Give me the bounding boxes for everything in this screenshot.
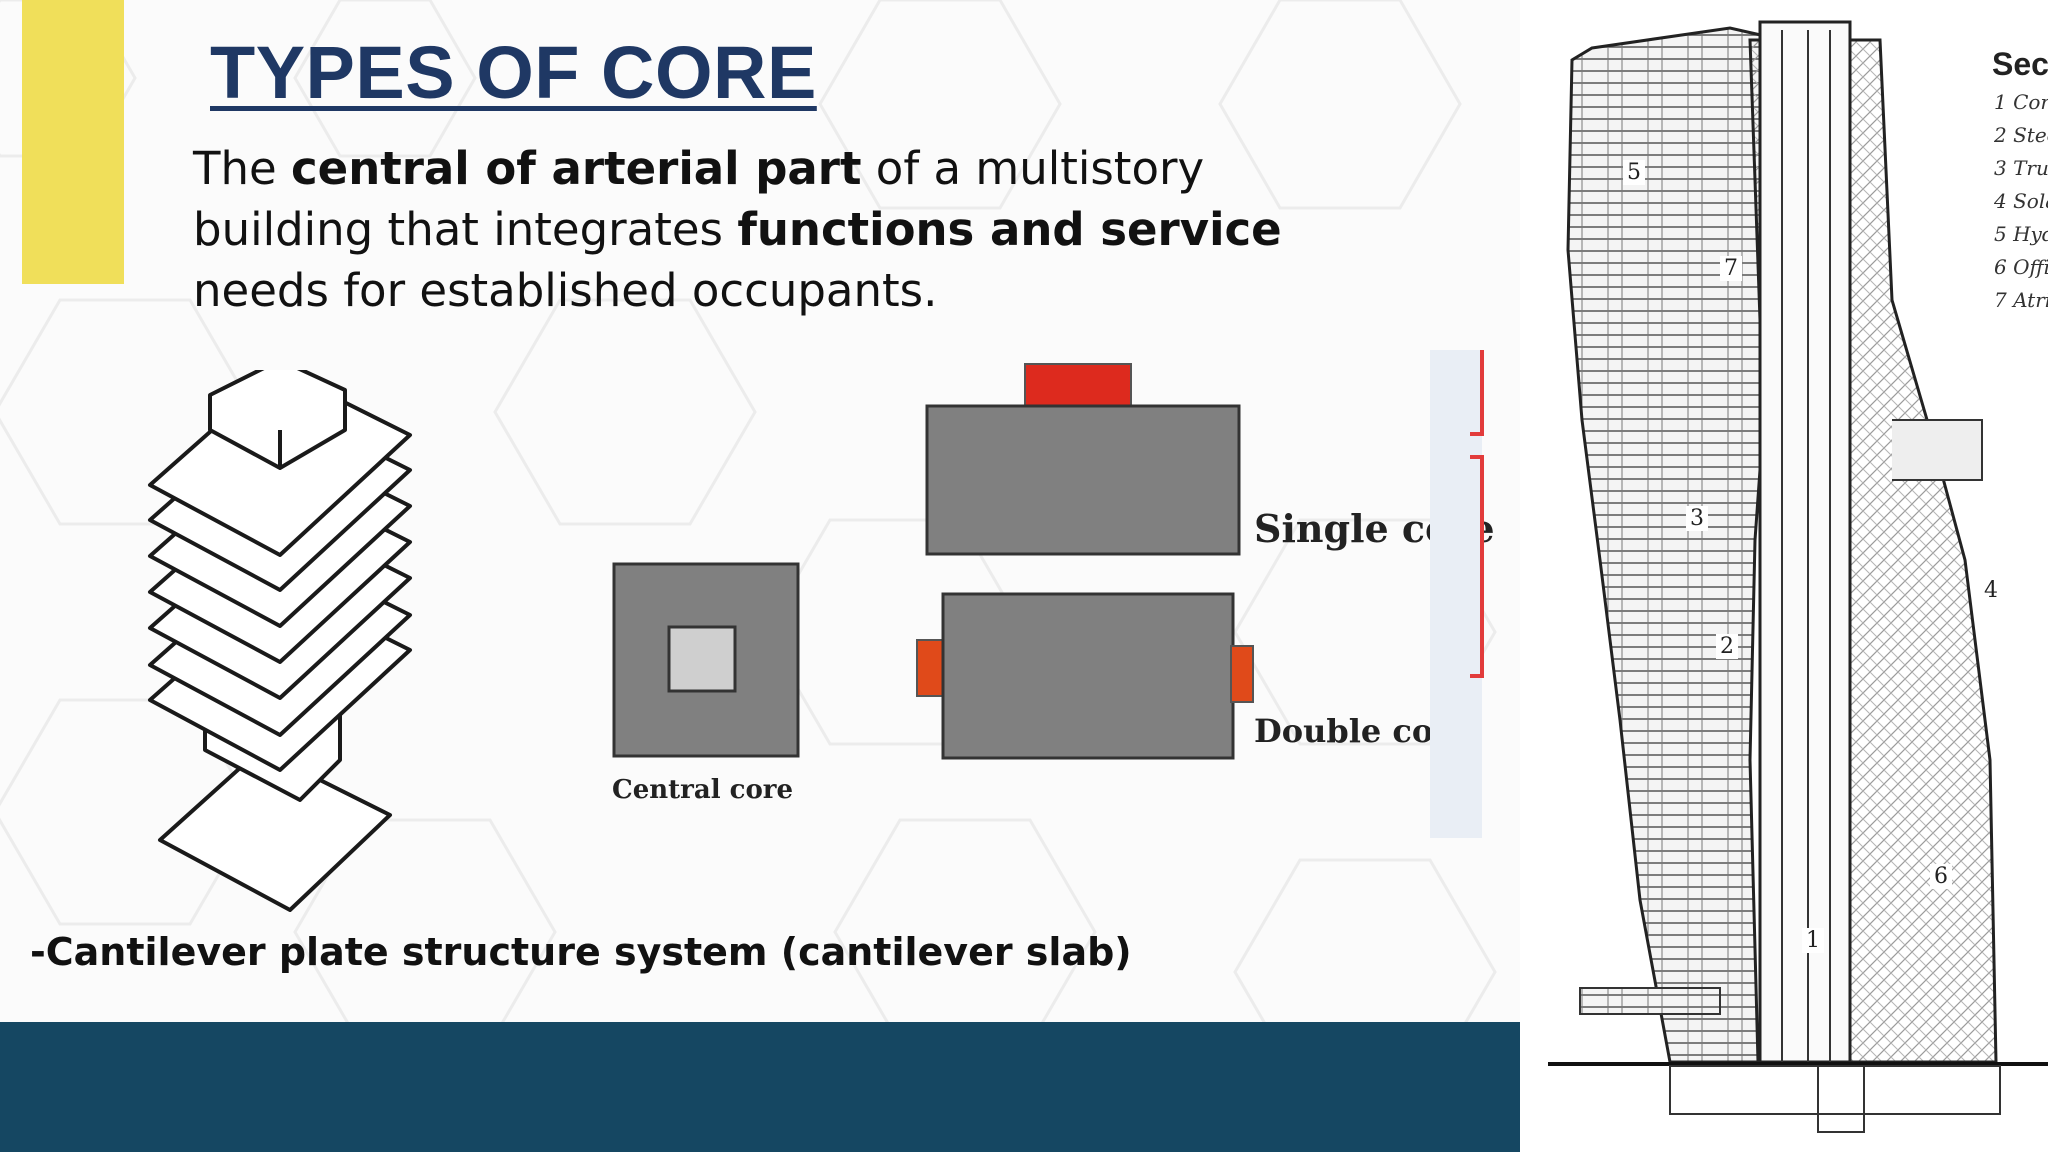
intro-text-2: of a multistory building that integrates: [193, 142, 1205, 256]
single-core-diagram: [925, 363, 1241, 556]
section-legend-title: Sect: [1992, 46, 2048, 82]
accent-bar: [22, 0, 124, 284]
legend-item: 3 Tru: [1994, 156, 2048, 180]
cantilever-caption: -Cantilever plate structure system (cant…: [30, 930, 1132, 974]
legend-item: 6 Offi: [1994, 255, 2048, 279]
floor-label-6: 6: [1930, 864, 1952, 889]
tower-section-drawing: 5 7 3 2 4 6 1: [1520, 0, 2048, 1152]
slide: TYPES OF CORE The central of arterial pa…: [0, 0, 1520, 1152]
double-core-diagram: [916, 592, 1254, 760]
intro-text-3: needs for established occupants.: [193, 264, 938, 317]
legend-item: 5 Hyd: [1994, 222, 2048, 246]
floor-label-3: 3: [1686, 506, 1708, 531]
central-core-label: Central core: [612, 775, 794, 805]
intro-text-1: The: [193, 142, 291, 195]
cantilever-slab-sketch: [148, 370, 412, 912]
section-legend: 1 Cor 2 Stee 3 Tru 4 Sola 5 Hyd 6 Offi 7…: [1994, 90, 2048, 321]
floor-label-7: 7: [1720, 256, 1742, 281]
floor-label-1: 1: [1802, 928, 1824, 953]
central-core-diagram: [612, 562, 800, 758]
slide-title: TYPES OF CORE: [210, 31, 817, 114]
intro-bold-1: central of arterial part: [291, 142, 862, 195]
intro-paragraph: The central of arterial part of a multis…: [193, 138, 1393, 321]
cropped-image-edge: [1430, 350, 1484, 838]
floor-label-5: 5: [1623, 160, 1645, 185]
legend-item: 1 Cor: [1994, 90, 2048, 114]
footer-band: [0, 1022, 1520, 1152]
tower-section-svg: [1548, 20, 2048, 1133]
floor-label-2: 2: [1716, 634, 1738, 659]
legend-item: 2 Stee: [1994, 123, 2048, 147]
intro-bold-2: functions and service: [737, 203, 1282, 256]
floor-label-4: 4: [1980, 578, 2002, 603]
legend-item: 7 Atri: [1994, 288, 2048, 312]
legend-item: 4 Sola: [1994, 189, 2048, 213]
